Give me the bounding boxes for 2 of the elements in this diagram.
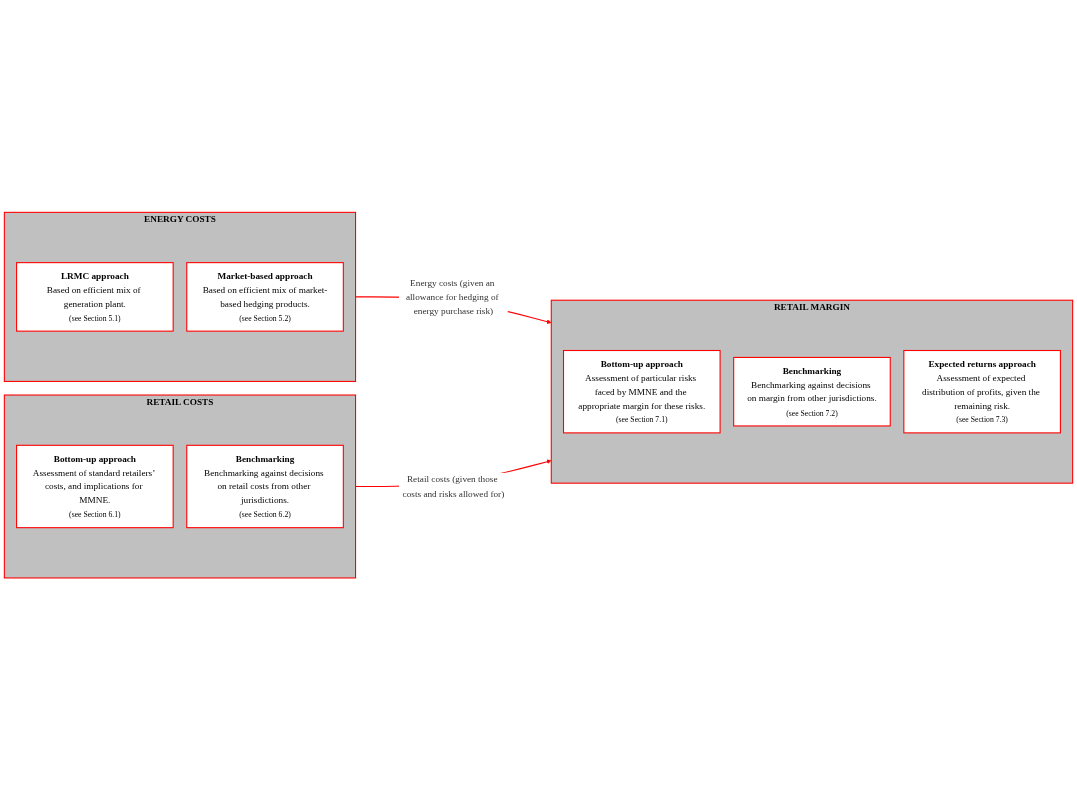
edge-label: Energy costs (given an allowance for hedging of energy purchase risk) [405, 277, 499, 316]
edge-label: Retail costs (given those costs and risks allowed for) [402, 474, 505, 499]
